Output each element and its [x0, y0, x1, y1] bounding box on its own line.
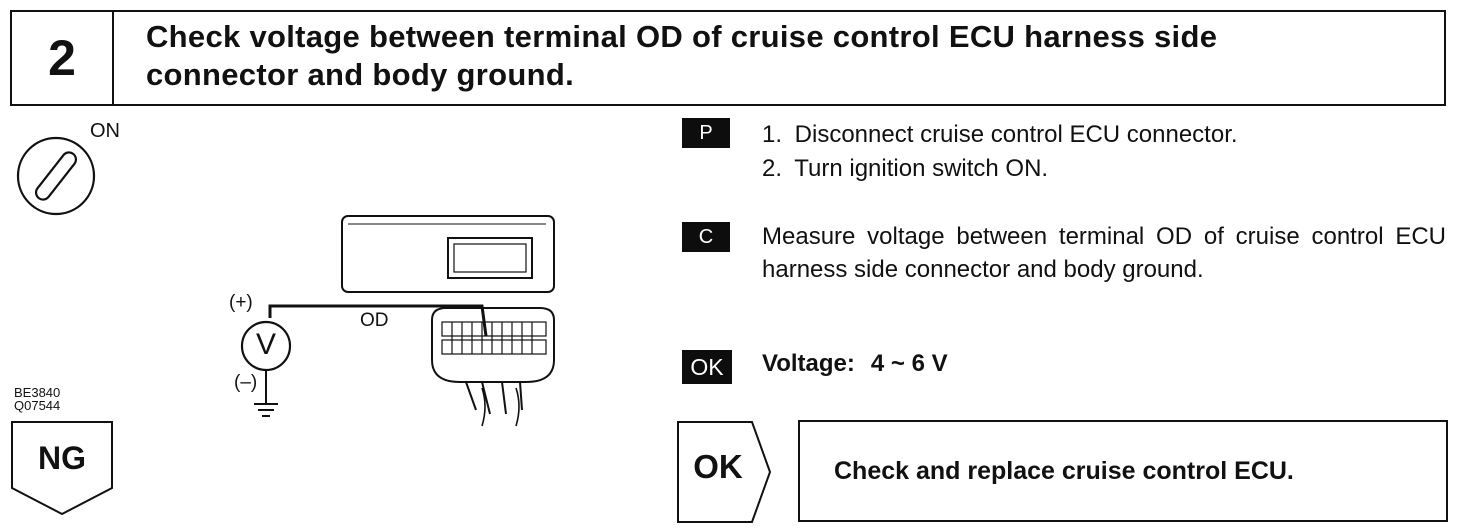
ok-result-action-text: Check and replace cruise control ECU. [834, 456, 1294, 485]
plus-terminal-label: (+) [229, 292, 253, 313]
prep-badge: P [682, 118, 730, 148]
check-badge: C [682, 222, 730, 252]
figure-code: BE3840 Q07544 [14, 386, 60, 412]
voltage-spec: Voltage: 4 ~ 6 V [762, 350, 948, 378]
step-title-line1: Check voltage between terminal OD of cru… [146, 19, 1218, 54]
step-title: Check voltage between terminal OD of cru… [114, 12, 1444, 104]
connector-diagram [240, 215, 555, 427]
ok-result-action: Check and replace cruise control ECU. [798, 420, 1448, 522]
ok-badge: OK [682, 350, 732, 384]
voltage-spec-value: 4 ~ 6 V [870, 350, 948, 377]
ng-arrow-box [11, 421, 113, 516]
figure-code-line2: Q07544 [14, 398, 61, 413]
prep-step: 2. Turn ignition switch ON. [762, 155, 1049, 182]
step-header: 2 Check voltage between terminal OD of c… [10, 10, 1446, 106]
voltmeter-label: V [256, 328, 277, 361]
od-terminal-label: OD [360, 310, 389, 331]
prep-steps: 1. Disconnect cruise control ECU connect… [762, 118, 1238, 186]
ok-arrow-box [677, 421, 772, 523]
ng-label: NG [38, 440, 86, 476]
prep-step: 1. Disconnect cruise control ECU connect… [762, 121, 1238, 148]
step-number: 2 [12, 12, 114, 104]
voltage-spec-label: Voltage: [762, 350, 855, 377]
ok-result-label: OK [693, 448, 743, 485]
step-title-line2: connector and body ground. [146, 57, 575, 92]
minus-terminal-label: (–) [234, 372, 258, 393]
ignition-key-icon [16, 136, 96, 216]
ignition-on-label: ON [90, 120, 120, 142]
check-instruction: Measure voltage between terminal OD of c… [762, 223, 1446, 283]
figure-code-line1: BE3840 [14, 385, 61, 400]
